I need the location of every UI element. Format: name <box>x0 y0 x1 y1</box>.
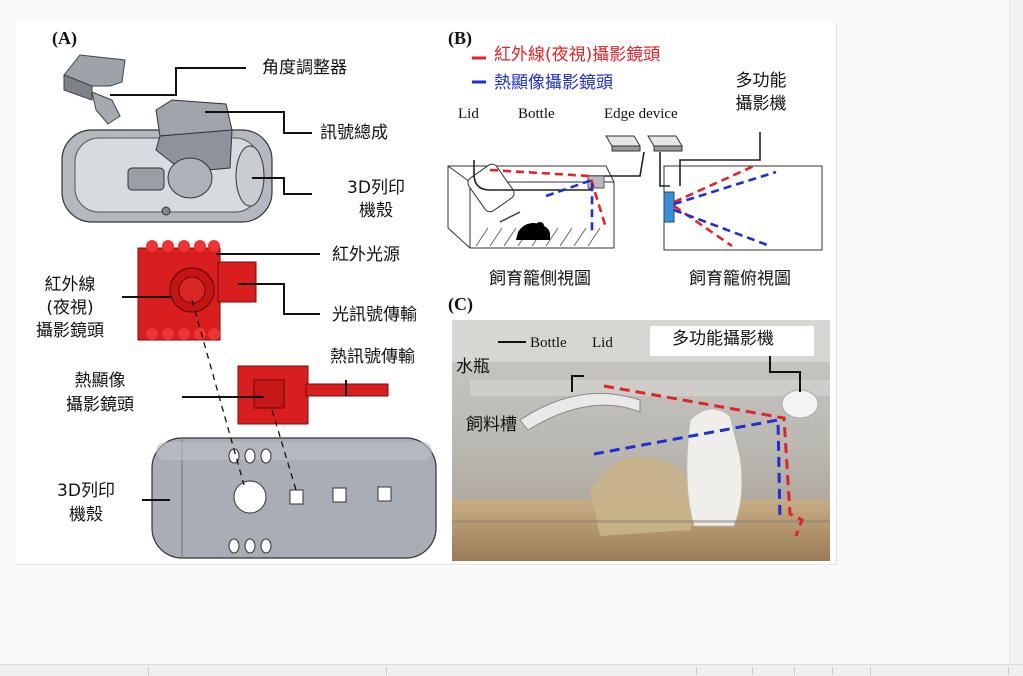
side-view-bottle <box>467 163 521 223</box>
panel-a-leaders <box>110 67 347 501</box>
multi-camera-label-c: 多功能攝影機 <box>672 329 774 349</box>
panel-a-label: (A) <box>52 28 77 49</box>
top-view-cage <box>663 165 823 251</box>
signal-assembly-label: 訊號總成 <box>320 123 388 143</box>
bottle-label-b: Bottle <box>518 106 555 122</box>
photo-ir-path <box>603 384 804 537</box>
optical-signal-label: 光訊號傳輸 <box>332 305 417 325</box>
ir-camera-label-2: (夜視) <box>46 298 93 318</box>
status-bar <box>0 664 1023 676</box>
multi-camera-label-b-2: 攝影機 <box>736 94 787 114</box>
water-bottle-label: 水瓶 <box>456 357 490 377</box>
feeder-label: 飼料槽 <box>466 415 517 435</box>
angle-adjuster-label: 角度調整器 <box>262 58 347 78</box>
angle-adjuster-part <box>63 54 126 125</box>
side-view-ir-path <box>489 168 608 229</box>
bottom-case-part <box>151 437 437 559</box>
rat-silhouette <box>516 223 550 240</box>
side-view-camera <box>587 175 605 189</box>
top-view-cable <box>659 132 761 187</box>
top-view-ir-path <box>673 164 755 248</box>
bottle-label-c: Bottle <box>530 335 567 351</box>
lid-leader <box>571 375 584 392</box>
top-view-label: 飼育籠俯視圖 <box>689 268 791 289</box>
thermal-camera-label-2: 攝影鏡頭 <box>66 395 134 415</box>
panel-c-label: (C) <box>448 294 473 315</box>
cage-photo <box>452 320 830 561</box>
thermal-board-part <box>237 365 389 425</box>
thermal-signal-label: 熱訊號傳輸 <box>330 347 415 367</box>
panel-b-label: (B) <box>448 28 472 49</box>
printed-case-bottom-label-2: 機殼 <box>69 505 103 525</box>
top-view-thermal-path <box>673 170 777 248</box>
legend-ir-label: 紅外線(夜視)攝影鏡頭 <box>494 45 660 65</box>
top-view-camera <box>663 191 675 223</box>
multi-camera-leader <box>769 356 801 392</box>
side-view-thermal-path <box>545 178 594 232</box>
ir-camera-label-3: 攝影鏡頭 <box>36 321 104 341</box>
thermal-dashed-line <box>271 409 297 491</box>
printed-case-top-label-1: 3D列印 <box>347 178 405 198</box>
edge-device-boxes <box>605 135 683 152</box>
vertical-scrollbar[interactable] <box>1009 0 1023 675</box>
side-view-label: 飼育籠側視圖 <box>489 268 591 289</box>
lid-label-c: Lid <box>592 335 613 351</box>
multi-camera-label-bg <box>650 326 814 356</box>
ir-board-part <box>137 240 257 341</box>
printed-case-top-label-2: 機殼 <box>359 201 393 221</box>
ir-light-label: 紅外光源 <box>332 245 400 265</box>
ir-camera-label-1: 紅外線 <box>45 275 96 295</box>
multi-camera-label-b-1: 多功能 <box>736 71 787 91</box>
edge-device-label: Edge device <box>604 106 678 122</box>
thermal-camera-label-1: 熱顯像 <box>75 371 126 391</box>
rat-head <box>536 222 544 230</box>
top-housing-part <box>61 99 273 223</box>
legend-thermal-label: 熱顯像攝影鏡頭 <box>494 73 613 93</box>
lid-label-b: Lid <box>458 106 479 122</box>
printed-case-bottom-label-1: 3D列印 <box>57 481 115 501</box>
